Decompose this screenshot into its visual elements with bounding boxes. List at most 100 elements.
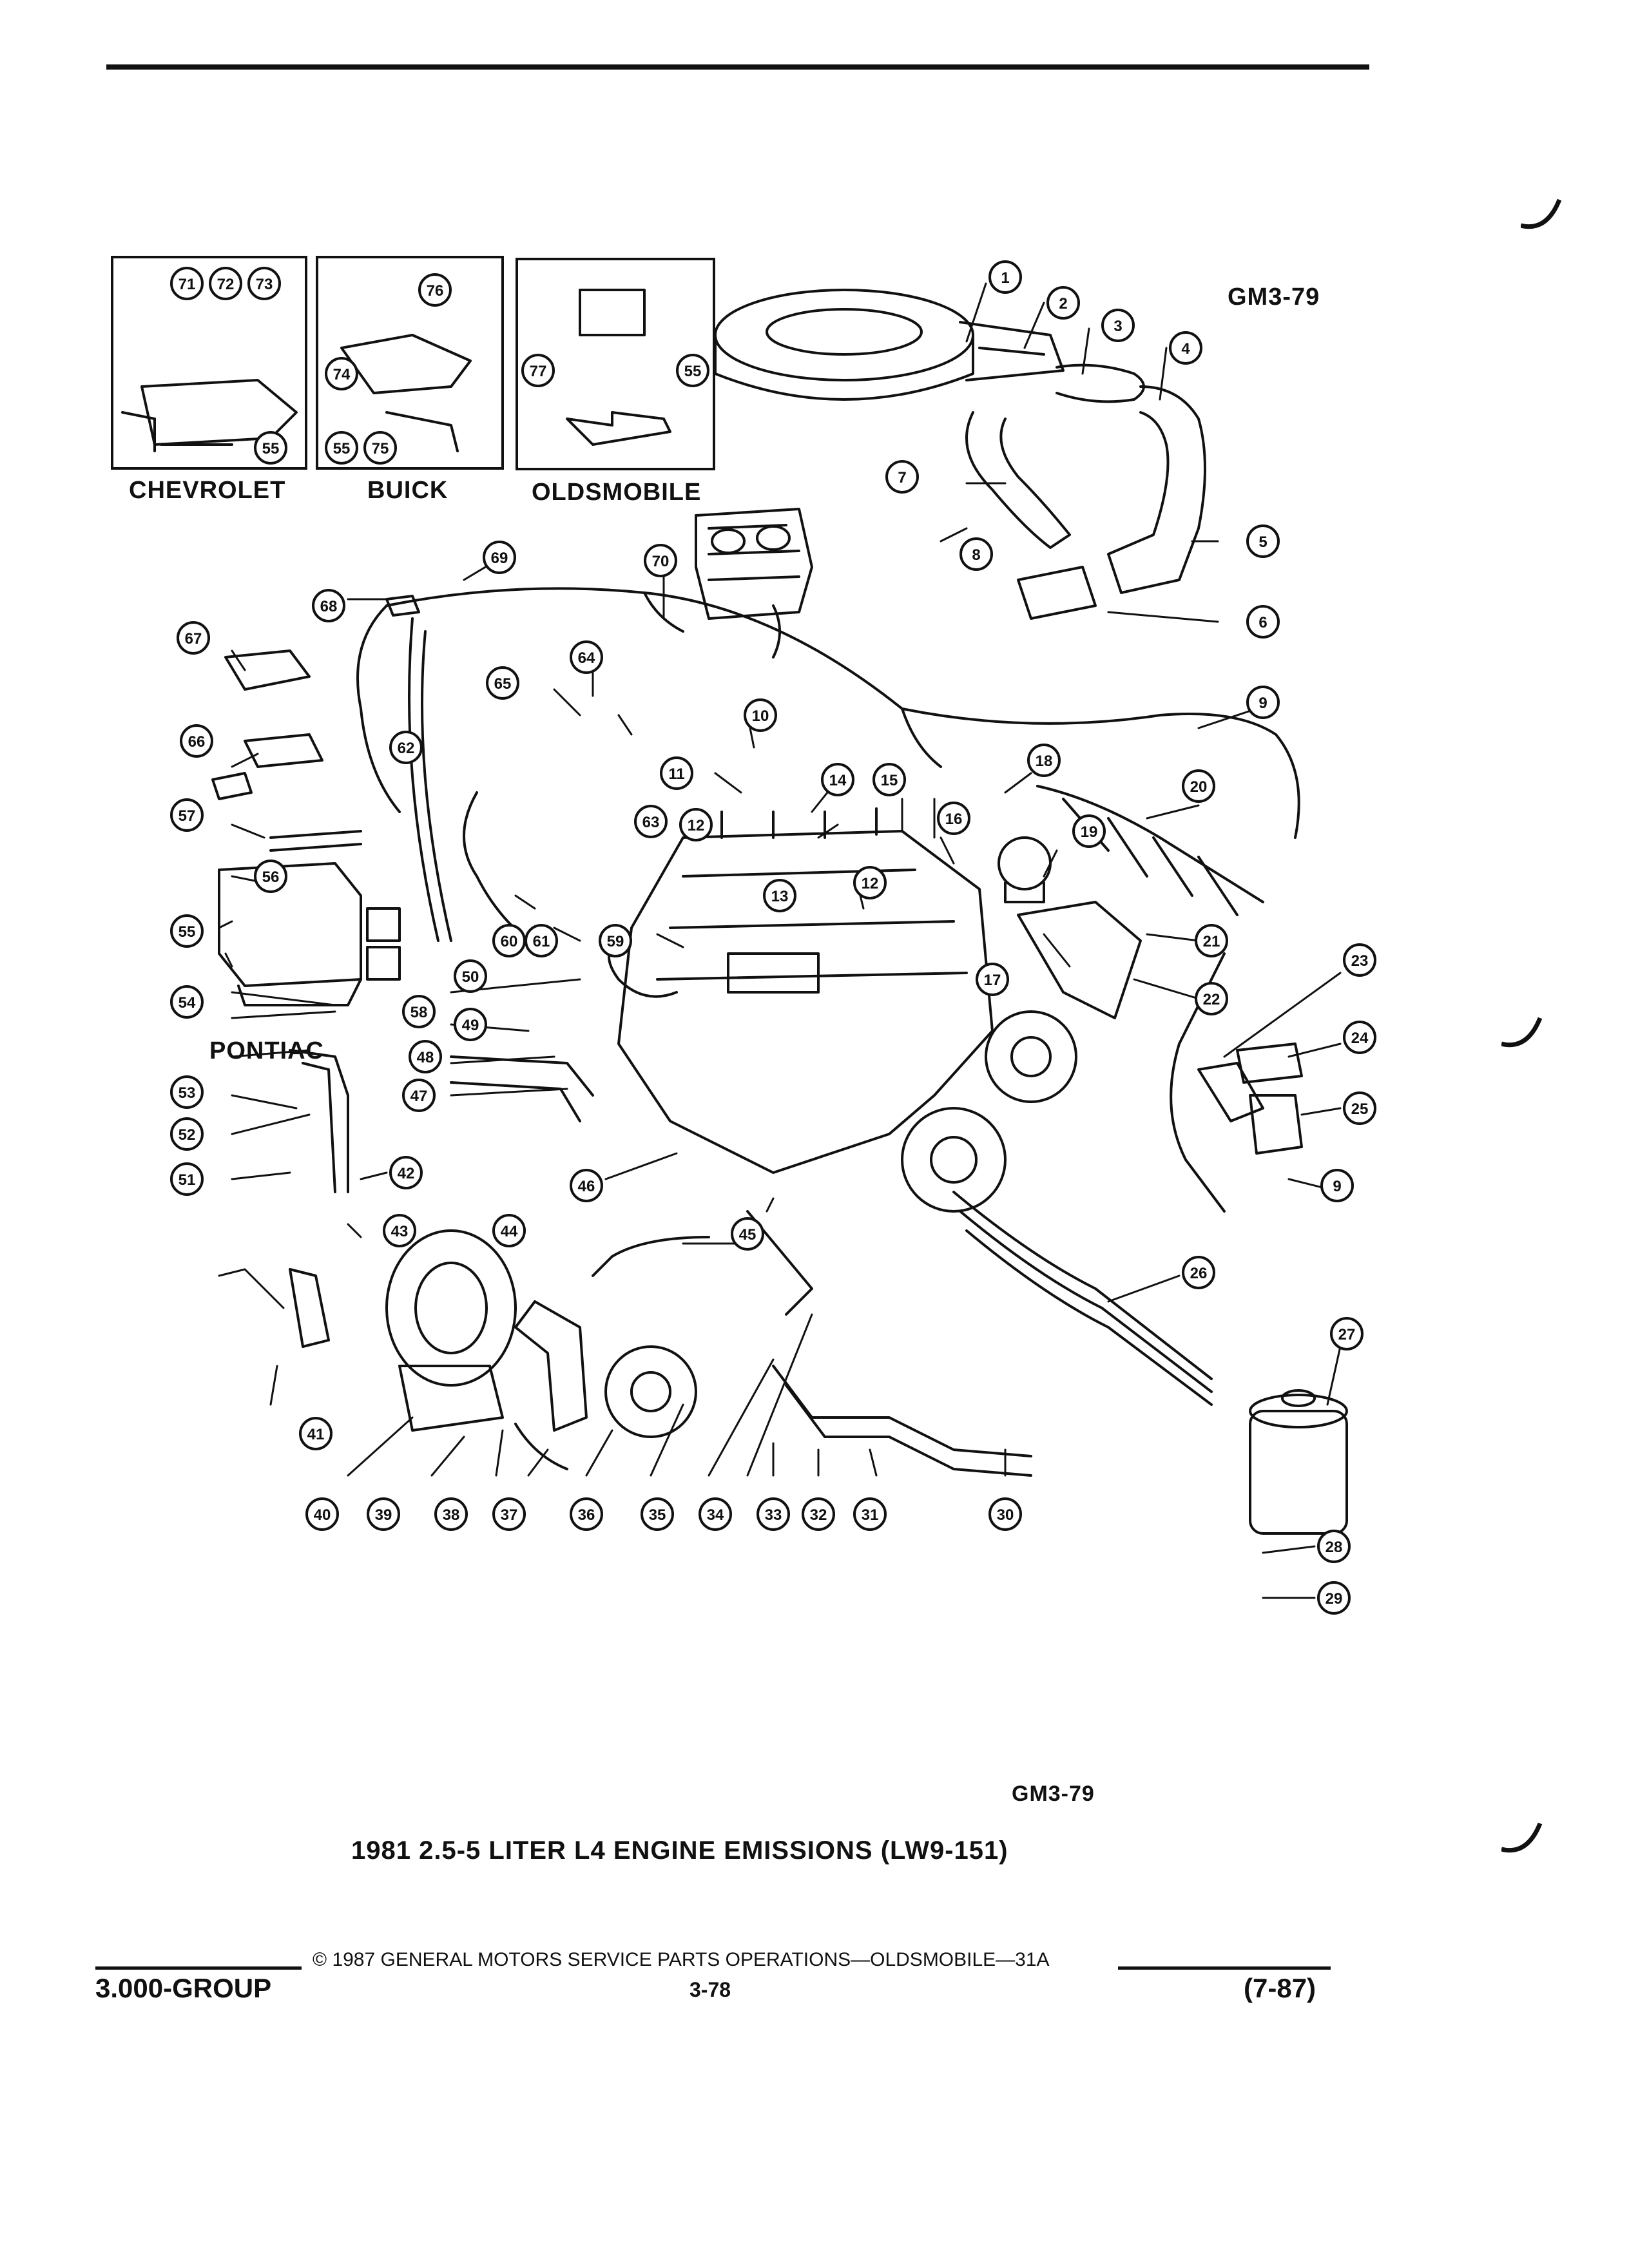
callout-number: 31 — [862, 1506, 879, 1524]
callout-number: 16 — [945, 811, 963, 828]
alternator-brackets — [289, 1268, 588, 1470]
callout-number: 66 — [188, 733, 206, 751]
callout-number: 55 — [178, 923, 196, 941]
callout-number: 24 — [1351, 1030, 1369, 1047]
footer-rule-left — [95, 1966, 302, 1970]
callout-5: 5 — [1246, 524, 1280, 558]
top-rule — [106, 64, 1369, 70]
callout-number: 30 — [997, 1506, 1014, 1524]
callout-14: 14 — [821, 763, 854, 796]
callout-54: 54 — [170, 985, 204, 1019]
callout-number: 4 — [1181, 340, 1190, 358]
carburetor — [695, 508, 813, 620]
inset-callout-55: 55 — [325, 431, 358, 465]
callout-47: 47 — [402, 1079, 436, 1112]
callout-65: 65 — [486, 666, 519, 700]
margin-mark-1 — [1521, 198, 1562, 229]
callout-number: 71 — [178, 276, 196, 293]
callout-number: 65 — [494, 675, 512, 693]
callout-number: 58 — [410, 1004, 428, 1021]
hoses-lines — [289, 791, 1226, 1477]
callout-number: 17 — [984, 972, 1001, 989]
callout-27: 27 — [1330, 1317, 1364, 1350]
callout-2: 2 — [1046, 286, 1080, 320]
callout-1: 1 — [988, 260, 1022, 294]
callout-63: 63 — [634, 805, 668, 838]
callout-number: 74 — [333, 366, 351, 383]
callout-4: 4 — [1169, 331, 1202, 365]
callout-28: 28 — [1317, 1530, 1351, 1563]
callout-number: 53 — [178, 1084, 196, 1102]
callout-3: 3 — [1101, 309, 1135, 342]
callout-32: 32 — [802, 1497, 835, 1531]
figure-code-top: GM3-79 — [1228, 284, 1320, 311]
callout-number: 77 — [530, 363, 547, 380]
callout-45: 45 — [731, 1217, 764, 1251]
callout-15: 15 — [872, 763, 906, 796]
callout-number: 47 — [410, 1088, 428, 1105]
callout-38: 38 — [434, 1497, 468, 1531]
inset-callout-55: 55 — [676, 354, 709, 387]
callout-number: 42 — [398, 1165, 415, 1182]
footer-rule-right — [1118, 1966, 1331, 1970]
callout-53: 53 — [170, 1075, 204, 1109]
callout-number: 46 — [578, 1178, 595, 1195]
callout-12: 12 — [679, 808, 713, 841]
air-cleaner — [714, 289, 1065, 401]
callout-number: 11 — [668, 765, 684, 783]
callout-58: 58 — [402, 995, 436, 1028]
engine-block — [617, 807, 994, 1174]
callout-67: 67 — [177, 621, 210, 655]
callout-9: 9 — [1320, 1169, 1354, 1202]
callout-number: 69 — [491, 550, 508, 567]
callout-9: 9 — [1246, 686, 1280, 719]
footer-copyright: © 1987 GENERAL MOTORS SERVICE PARTS OPER… — [313, 1949, 1050, 1970]
callout-56: 56 — [254, 860, 287, 893]
callout-number: 39 — [375, 1506, 392, 1524]
margin-mark-2 — [1501, 1017, 1543, 1048]
callout-number: 44 — [501, 1223, 518, 1240]
alternator — [385, 1229, 517, 1432]
callout-41: 41 — [299, 1417, 333, 1450]
inset-callout-55: 55 — [254, 431, 287, 465]
pulleys — [604, 1010, 1077, 1438]
callout-number: 15 — [881, 772, 898, 789]
callout-number: 72 — [217, 276, 235, 293]
callout-number: 40 — [314, 1506, 331, 1524]
callout-59: 59 — [599, 924, 632, 957]
callout-number: 75 — [372, 440, 389, 457]
callout-17: 17 — [976, 963, 1009, 996]
callout-number: 22 — [1203, 991, 1220, 1008]
callout-number: 63 — [642, 814, 660, 831]
callout-60: 60 — [492, 924, 526, 957]
footer-group: 3.000-GROUP — [95, 1973, 272, 2003]
callout-number: 45 — [739, 1226, 757, 1244]
callout-33: 33 — [757, 1497, 790, 1531]
callout-number: 50 — [462, 968, 479, 986]
inset-callout-74: 74 — [325, 357, 358, 390]
callout-number: 12 — [688, 817, 705, 834]
callout-35: 35 — [641, 1497, 674, 1531]
callout-22: 22 — [1195, 982, 1228, 1015]
brackets-23-25 — [1197, 1043, 1303, 1155]
leader-lines — [218, 282, 1342, 1599]
callout-69: 69 — [483, 541, 516, 574]
callout-number: 49 — [462, 1017, 479, 1034]
callout-8: 8 — [959, 537, 993, 571]
inset-callout-71: 71 — [170, 267, 204, 300]
callout-number: 68 — [320, 598, 338, 615]
callout-51: 51 — [170, 1162, 204, 1196]
callout-number: 26 — [1190, 1265, 1208, 1282]
callout-number: 20 — [1190, 778, 1208, 796]
callout-number: 73 — [256, 276, 273, 293]
vapor-canister — [1249, 1389, 1348, 1535]
callout-16: 16 — [937, 802, 970, 835]
callout-6: 6 — [1246, 605, 1280, 639]
callout-24: 24 — [1343, 1021, 1376, 1054]
callout-55: 55 — [170, 914, 204, 948]
callout-10: 10 — [744, 698, 777, 732]
callout-number: 55 — [333, 440, 351, 457]
callout-number: 2 — [1059, 295, 1067, 312]
callout-68: 68 — [312, 589, 345, 622]
